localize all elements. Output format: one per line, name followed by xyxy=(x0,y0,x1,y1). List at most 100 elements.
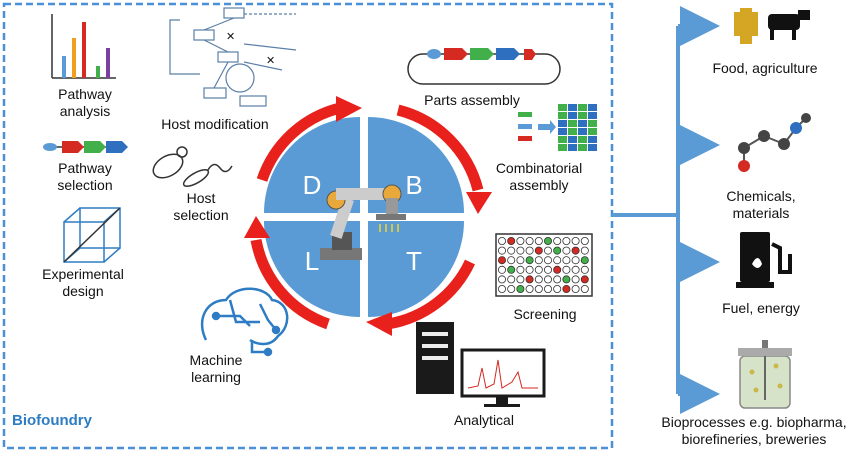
plate-well xyxy=(553,265,562,274)
label-analytical: Analytical xyxy=(454,412,514,428)
combinatorial-cell xyxy=(578,120,587,127)
plate-well xyxy=(525,236,534,245)
plate-well xyxy=(525,265,534,274)
quadrant-letter-d: D xyxy=(303,170,322,200)
robot-arm-icon xyxy=(320,184,406,260)
plate-well xyxy=(571,256,580,265)
label-chemicals-materials: Chemicals,materials xyxy=(726,188,796,221)
quadrant-letter-t: T xyxy=(406,246,422,276)
plate-well xyxy=(507,265,516,274)
plate-well xyxy=(544,256,553,265)
combinatorial-cell xyxy=(568,120,577,127)
svg-text:✕: ✕ xyxy=(226,31,235,43)
plate-well xyxy=(516,246,525,255)
plate-well xyxy=(497,284,506,293)
plate-well xyxy=(571,236,580,245)
plate-well xyxy=(553,246,562,255)
plate-well xyxy=(525,275,534,284)
plate-well xyxy=(553,256,562,265)
plate-well xyxy=(497,256,506,265)
screening-plate-icon xyxy=(495,233,593,297)
analytical-computer-icon xyxy=(416,322,546,407)
plate-well xyxy=(497,236,506,245)
quadrant-test xyxy=(368,221,464,317)
plate-well xyxy=(553,284,562,293)
plate-well xyxy=(580,256,589,265)
cow-icon xyxy=(768,10,810,40)
combinatorial-cell xyxy=(568,104,577,111)
combinatorial-cell xyxy=(558,104,567,111)
combinatorial-cell xyxy=(588,112,597,119)
combinatorial-cell xyxy=(568,144,577,151)
plate-well xyxy=(571,265,580,274)
plate-well xyxy=(525,256,534,265)
plate-well xyxy=(516,256,525,265)
experimental-design-cube-icon xyxy=(63,207,121,263)
plate-well xyxy=(534,265,543,274)
plate-well xyxy=(516,265,525,274)
cycle-arrowheads xyxy=(244,96,492,336)
combinatorial-cell xyxy=(558,128,567,135)
plate-well xyxy=(562,256,571,265)
plate-well xyxy=(544,265,553,274)
combinatorial-cell xyxy=(558,120,567,127)
plate-well xyxy=(497,246,506,255)
label-screening: Screening xyxy=(513,306,577,322)
plate-well xyxy=(516,284,525,293)
plate-well xyxy=(507,275,516,284)
combinatorial-cell xyxy=(558,136,567,143)
plate-well xyxy=(580,246,589,255)
plate-well xyxy=(571,275,580,284)
plate-well xyxy=(571,246,580,255)
plasmid-icon xyxy=(407,48,561,85)
biofoundry-title: Biofoundry xyxy=(12,412,92,429)
fuel-pump-icon xyxy=(736,232,792,288)
combinatorial-cell xyxy=(588,104,597,111)
combinatorial-cell xyxy=(578,144,587,151)
combinatorial-cell xyxy=(588,128,597,135)
plate-well xyxy=(544,246,553,255)
bioreactor-icon xyxy=(738,340,792,409)
label-bioprocesses: Bioprocesses e.g. biopharma,biorefinerie… xyxy=(661,414,847,447)
plate-well xyxy=(534,256,543,265)
bar-chart-icon xyxy=(51,14,116,79)
host-modification-network-icon: ✕ ✕ xyxy=(169,7,297,107)
plate-well xyxy=(507,256,516,265)
plate-well xyxy=(562,265,571,274)
plate-well xyxy=(516,275,525,284)
biofoundry-frame xyxy=(2,2,614,450)
combinatorial-cell xyxy=(568,128,577,135)
plate-well xyxy=(544,284,553,293)
label-fuel-energy: Fuel, energy xyxy=(722,300,800,316)
plate-well xyxy=(580,236,589,245)
plate-well xyxy=(534,236,543,245)
plate-well xyxy=(553,236,562,245)
combinatorial-cell xyxy=(588,136,597,143)
svg-text:✕: ✕ xyxy=(266,55,275,67)
pathway-selection-icon xyxy=(43,141,128,153)
combinatorial-cell xyxy=(578,136,587,143)
label-parts-assembly: Parts assembly xyxy=(424,92,520,108)
plate-well xyxy=(562,236,571,245)
plate-well xyxy=(580,275,589,284)
plate-well xyxy=(580,284,589,293)
combinatorial-cell xyxy=(578,112,587,119)
plate-well xyxy=(534,284,543,293)
combinatorial-grid-icon xyxy=(518,104,597,151)
label-host-modification: Host modification xyxy=(161,116,269,132)
plate-well xyxy=(516,236,525,245)
dbtl-cycle xyxy=(244,96,492,336)
wheat-icon xyxy=(734,8,758,44)
plate-well xyxy=(562,275,571,284)
plate-well xyxy=(507,236,516,245)
combinatorial-cell xyxy=(578,128,587,135)
plate-well xyxy=(507,246,516,255)
machine-learning-brain-icon xyxy=(200,287,289,357)
plate-well xyxy=(562,246,571,255)
plate-well xyxy=(544,236,553,245)
